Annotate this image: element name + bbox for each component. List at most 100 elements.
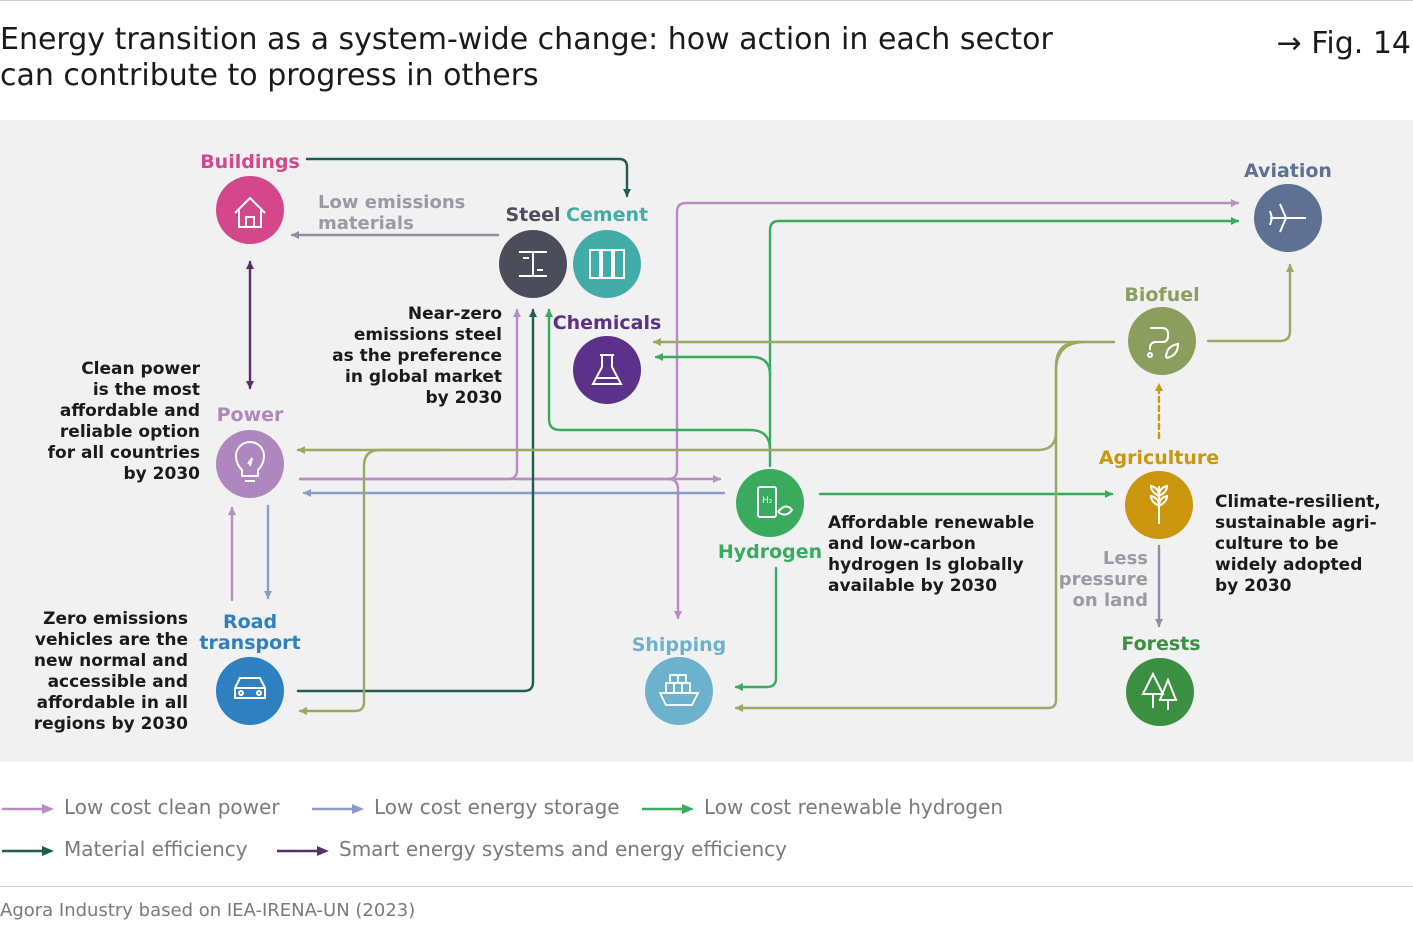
note-line: Affordable renewable (828, 513, 1035, 533)
wheat-icon (1149, 484, 1169, 524)
legend-arrow-icon (2, 846, 54, 856)
legend-arrow-icon (2, 804, 54, 814)
node-label-aviation: Aviation (1244, 160, 1332, 182)
node-label-hydrogen: Hydrogen (718, 541, 822, 563)
edge-label-low-emissions-2: materials (318, 213, 414, 234)
source-note: Agora Industry based on IEA-IRENA-UN (20… (0, 900, 416, 921)
node-label-forests: Forests (1121, 633, 1200, 655)
note-vehicles: Zero emissions vehicles are the new norm… (8, 609, 188, 735)
biofuel-leaf-icon (1147, 327, 1180, 359)
note-line: vehicles are the (34, 630, 188, 650)
node-steel: Steel (499, 204, 567, 298)
h2-glyph: H₂ (762, 496, 773, 506)
steel-beam-icon (519, 251, 547, 277)
figure-reference: → Fig. 14 (1276, 26, 1411, 61)
note-line: Zero emissions (43, 609, 188, 629)
edge-label-low-emissions-1: Low emissions (318, 192, 465, 213)
legend-label: Smart energy systems and energy efficien… (339, 837, 788, 861)
legend-item-renewable-hydrogen: Low cost renewable hydrogen (642, 795, 1022, 819)
legend-arrow-icon (642, 804, 694, 814)
note-line: new normal and (33, 651, 188, 671)
edge-label-less-pressure-2: pressure (1059, 569, 1148, 590)
note-line: affordable in all (36, 693, 188, 713)
legend-item-smart-energy: Smart energy systems and energy efficien… (277, 837, 797, 861)
arrow-road-steel (296, 308, 537, 693)
node-road-transport: Road transport (199, 611, 301, 725)
note-line: sustainable agri- (1215, 513, 1377, 533)
top-rule (0, 0, 1413, 1)
flask-icon (591, 354, 623, 385)
page-title: Energy transition as a system-wide chang… (0, 22, 1080, 94)
node-shipping: Shipping (632, 634, 727, 725)
arrow-hydrogen-shipping (734, 566, 778, 691)
note-line: culture to be (1215, 534, 1339, 554)
node-label-buildings: Buildings (200, 151, 300, 173)
note-line: reliable option (59, 422, 200, 442)
node-label-road-1: Road (223, 611, 277, 633)
node-forests: Forests (1121, 633, 1201, 726)
house-icon (234, 196, 266, 228)
note-hydrogen: Affordable renewable and low-carbon hydr… (828, 513, 1058, 597)
note-line: regions by 2030 (33, 714, 188, 734)
node-aviation: Aviation (1244, 160, 1332, 252)
car-icon (234, 677, 266, 699)
note-steel: Near-zero emissions steel as the prefere… (320, 304, 502, 409)
arrow-hydrogen-chemicals (654, 353, 772, 377)
arrow-biofuel-road (298, 448, 442, 715)
note-line: by 2030 (123, 464, 200, 484)
arrow-biofuel-aviation (1206, 263, 1294, 343)
pine-trees-icon (1141, 671, 1178, 710)
note-line: as the preference (332, 346, 502, 366)
legend-arrow-icon (312, 804, 364, 814)
note-line: emissions steel (353, 325, 502, 345)
arrow-power-shipping (666, 477, 682, 620)
legend-item-clean-power: Low cost clean power (2, 795, 292, 819)
cement-silo-icon (589, 249, 625, 279)
note-clean-power: Clean power is the most affordable and r… (40, 359, 200, 485)
node-label-biofuel: Biofuel (1124, 284, 1199, 306)
legend-label: Low cost energy storage (374, 795, 620, 819)
node-label-cement: Cement (566, 204, 648, 226)
node-buildings: Buildings (200, 151, 300, 244)
legend-item-energy-storage: Low cost energy storage (312, 795, 632, 819)
node-label-chemicals: Chemicals (553, 312, 662, 334)
title-line-2: can contribute to progress in others (0, 58, 539, 93)
node-power: Power (216, 404, 284, 498)
arrow-biofuel-shipping (734, 340, 1082, 712)
note-line: available by 2030 (828, 576, 998, 596)
node-label-power: Power (217, 404, 284, 426)
note-line: by 2030 (425, 388, 502, 408)
note-line: hydrogen Is globally (828, 555, 1024, 575)
node-biofuel: Biofuel (1124, 284, 1200, 375)
title-line-1: Energy transition as a system-wide chang… (0, 22, 1053, 57)
note-line: affordable and (59, 401, 200, 421)
node-agriculture: Agriculture (1099, 447, 1219, 539)
note-line: Near-zero (407, 304, 502, 324)
arrow-hydrogen-steel (545, 308, 772, 452)
node-label-road-2: transport (199, 632, 300, 654)
note-line: widely adopted (1215, 555, 1363, 575)
node-label-steel: Steel (505, 204, 560, 226)
node-hydrogen: H₂ Hydrogen (718, 469, 822, 563)
arrow-buildings-cement (305, 157, 631, 198)
node-label-shipping: Shipping (632, 634, 727, 656)
arrow-hydrogen-aviation (768, 217, 1240, 468)
airplane-icon (1269, 203, 1306, 233)
note-line: Clean power (81, 359, 200, 379)
bottom-rule (0, 886, 1413, 887)
legend-arrow-icon (277, 846, 329, 856)
container-ship-icon (658, 674, 700, 706)
legend-label: Low cost clean power (64, 795, 280, 819)
edge-label-less-pressure-3: on land (1073, 590, 1148, 611)
node-chemicals: Chemicals (553, 312, 662, 404)
hydrogen-tank-icon (757, 486, 794, 518)
note-line: accessible and (47, 672, 188, 692)
node-label-agriculture: Agriculture (1099, 447, 1219, 469)
note-line: and low-carbon (828, 534, 976, 554)
note-line: Climate-resilient, (1215, 492, 1381, 512)
note-line: for all countries (47, 443, 200, 463)
legend-item-material-efficiency: Material efficiency (2, 837, 262, 861)
node-cement: Cement (566, 204, 648, 298)
note-line: by 2030 (1215, 576, 1292, 596)
